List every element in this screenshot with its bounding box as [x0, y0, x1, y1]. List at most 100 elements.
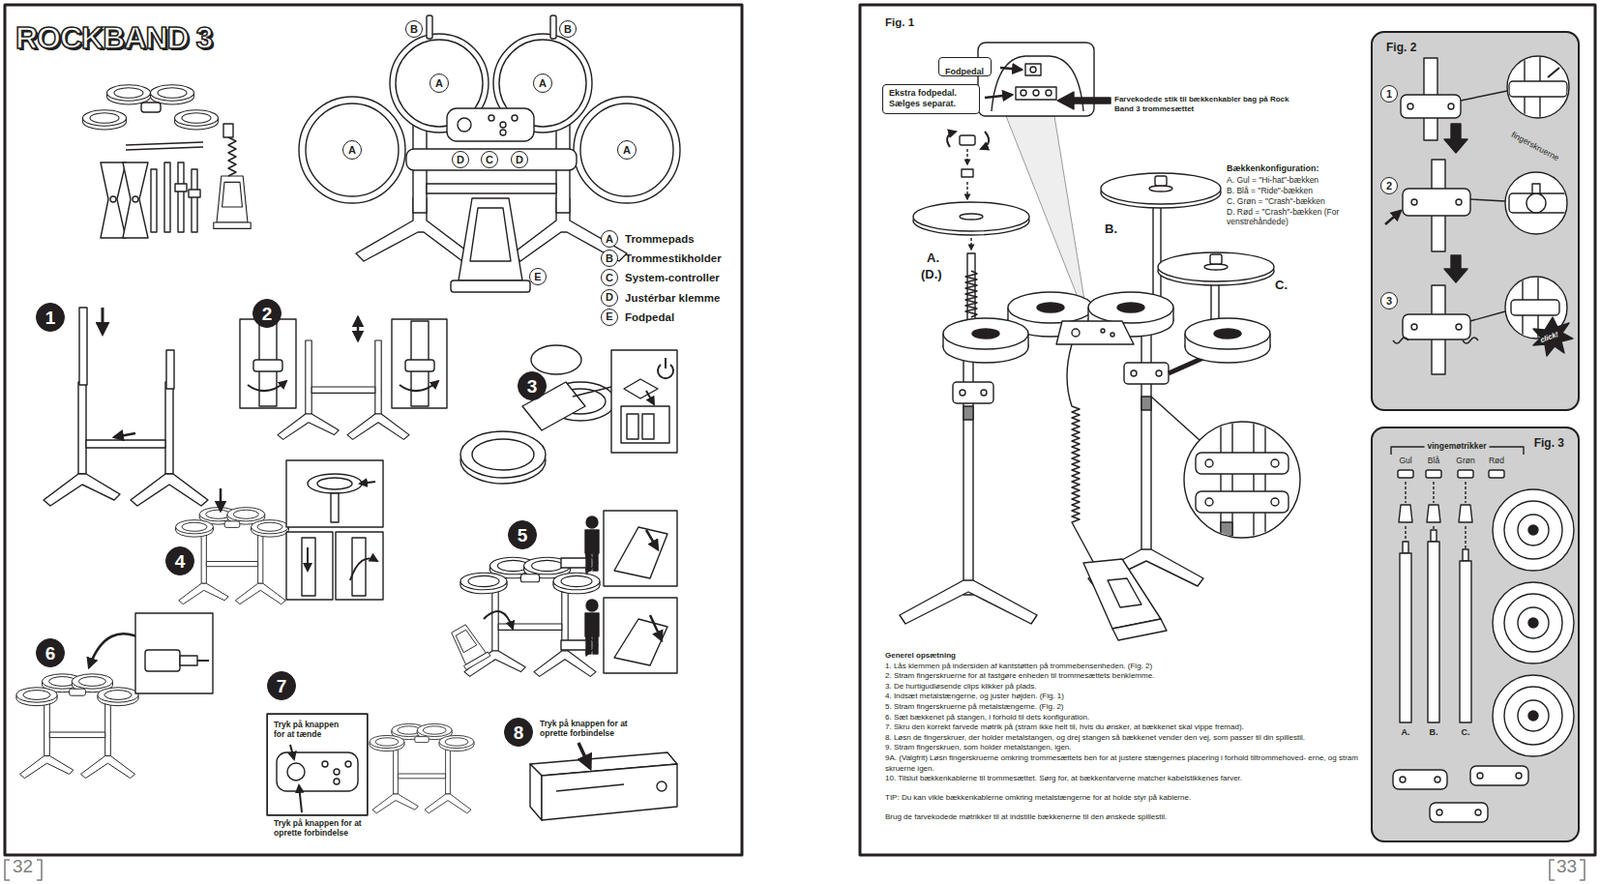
fig3-wing-nuts: [1370, 426, 1580, 843]
fig1-drum-kit: [1015, 87, 1057, 100]
page-frame: [4, 4, 1596, 881]
drum-kit-front-view: [500, 129, 506, 136]
instruction-step: 5. Stram fingerskruerne på metalstængern…: [885, 702, 1364, 713]
step-4-illustration: [335, 532, 384, 600]
page-frame: [4, 4, 742, 856]
fig2-clamp-steps: [1392, 337, 1409, 344]
part-letter: (D.): [920, 266, 943, 283]
fig3-wing-nuts: [1402, 541, 1409, 554]
fig1-drum-kit: [1155, 370, 1162, 377]
fig1-drum-kit: [963, 406, 974, 420]
fig1-drum-kit: [1157, 252, 1275, 282]
fig1-drum-kit: [961, 169, 974, 178]
fig3-wing-nuts: [1427, 541, 1440, 723]
fig1-drum-kit: [970, 237, 972, 250]
step-3-illustration: [611, 350, 678, 453]
fig3-wing-nuts: [1436, 809, 1443, 816]
fig2-clamp-steps: [1509, 54, 1568, 122]
legend-text: Fodpedal: [624, 310, 675, 325]
color-name: Gul: [1398, 455, 1412, 466]
step-6-illustration: [16, 674, 139, 779]
step-5-illustration: [592, 553, 598, 571]
config-line: C. Grøn = "Crash"-bækken: [1226, 196, 1326, 207]
step-4-illustration: [307, 474, 362, 494]
fig3-wing-nuts: [1398, 504, 1413, 523]
step-1-illustration: [43, 307, 208, 506]
fig3-wing-nuts: [1464, 526, 1466, 550]
fig1-drum-kit: [1020, 89, 1027, 96]
fig3-wing-nuts: [1404, 481, 1406, 504]
fig3-wing-nuts: [1464, 481, 1466, 504]
drum-kit-front-view: [488, 115, 495, 121]
fig1-drum-kit: [899, 580, 1038, 624]
fig1-drum-kit: [1025, 63, 1041, 76]
step-1-illustration: [79, 307, 88, 386]
step-3-illustration: [460, 431, 546, 478]
legend-letter: B: [600, 249, 619, 267]
fig2-clamp-steps: [1509, 193, 1568, 213]
step-3-illustration: [460, 345, 678, 484]
fig1-drum-kit: [1155, 176, 1167, 186]
fig3-wing-nuts: [1370, 426, 1580, 843]
step-number: 3: [1380, 292, 1398, 310]
step-number: 2: [1380, 177, 1398, 195]
fig1-drum-kit: [1205, 498, 1214, 506]
callout-text: D: [605, 292, 614, 303]
fig1-drum-kit: [1088, 292, 1174, 337]
color-name: Rød: [1488, 455, 1505, 466]
fig1-drum-kit: [980, 389, 987, 396]
part-letter: B.: [1104, 221, 1118, 238]
fig3-wing-nuts: [1404, 526, 1406, 542]
fig1-drum-kit: [1071, 328, 1080, 337]
page-frame: [1549, 859, 1555, 881]
fig2-clamp-steps: [1505, 172, 1568, 235]
fig1-drum-kit: [1195, 491, 1289, 513]
fig3-wing-nuts: [1492, 489, 1574, 571]
parts-overview: [132, 196, 139, 203]
step-5-illustration: [603, 597, 678, 674]
step-7-illustration: [287, 763, 305, 781]
callout-letter: A: [533, 73, 553, 93]
color-name: Grøn: [1455, 455, 1475, 466]
box-text: Fodpedal: [945, 66, 984, 78]
fig2-clamp-steps: [1411, 199, 1418, 206]
step-5-illustration: [586, 553, 592, 571]
fig3-wing-nuts: [1425, 470, 1442, 478]
label-box: Ekstra fodpedal. Sælges separat.: [882, 84, 980, 115]
callout-text: 4: [175, 552, 186, 571]
page-frame: [4, 859, 10, 881]
callout-text: E: [605, 311, 613, 323]
bracket-label: vingemøtrikker: [1424, 441, 1490, 451]
step-7-illustration: [333, 778, 340, 785]
fig1-drum-kit: [1124, 362, 1169, 385]
step-2-illustration: [356, 317, 360, 341]
drum-kit-front-view: [305, 103, 399, 197]
figure-panel: Fig. 2123: [1370, 30, 1580, 412]
fig3-wing-nuts: [1492, 675, 1574, 757]
step-number: 1: [1380, 85, 1398, 103]
step-5-illustration: [561, 634, 598, 656]
step-3-illustration: [642, 414, 654, 440]
step-5-illustration: [561, 552, 598, 574]
drum-kit-front-view: [446, 108, 534, 142]
step-3-illustration: [572, 386, 612, 397]
callout-text: 2: [262, 304, 273, 324]
step-number: 3: [517, 371, 547, 401]
step-7-illustration: [266, 713, 368, 816]
step-7-illustration: [369, 723, 475, 813]
step-8-illustration: [556, 784, 624, 792]
config-line: A. Gul = "Hi-hat"-bækken: [1226, 175, 1319, 185]
fig3-wing-nuts: [1399, 776, 1406, 783]
step-number: 1: [35, 302, 65, 332]
parts-overview: [125, 147, 204, 150]
instruction-step: 9A. (Valgfrit) Løsn fingerskruerne omkri…: [885, 753, 1364, 774]
fig3-wing-nuts: [1475, 809, 1482, 816]
parts-overview: [188, 189, 201, 198]
step-number: 4: [165, 546, 195, 576]
fig1-drum-kit: [977, 42, 1095, 117]
step-2-illustration: [277, 340, 410, 440]
step-4-illustration: [176, 460, 385, 605]
callout-text: 3: [527, 377, 538, 396]
step-1-illustration: [101, 307, 105, 334]
fig1-drum-kit: [1057, 91, 1111, 110]
